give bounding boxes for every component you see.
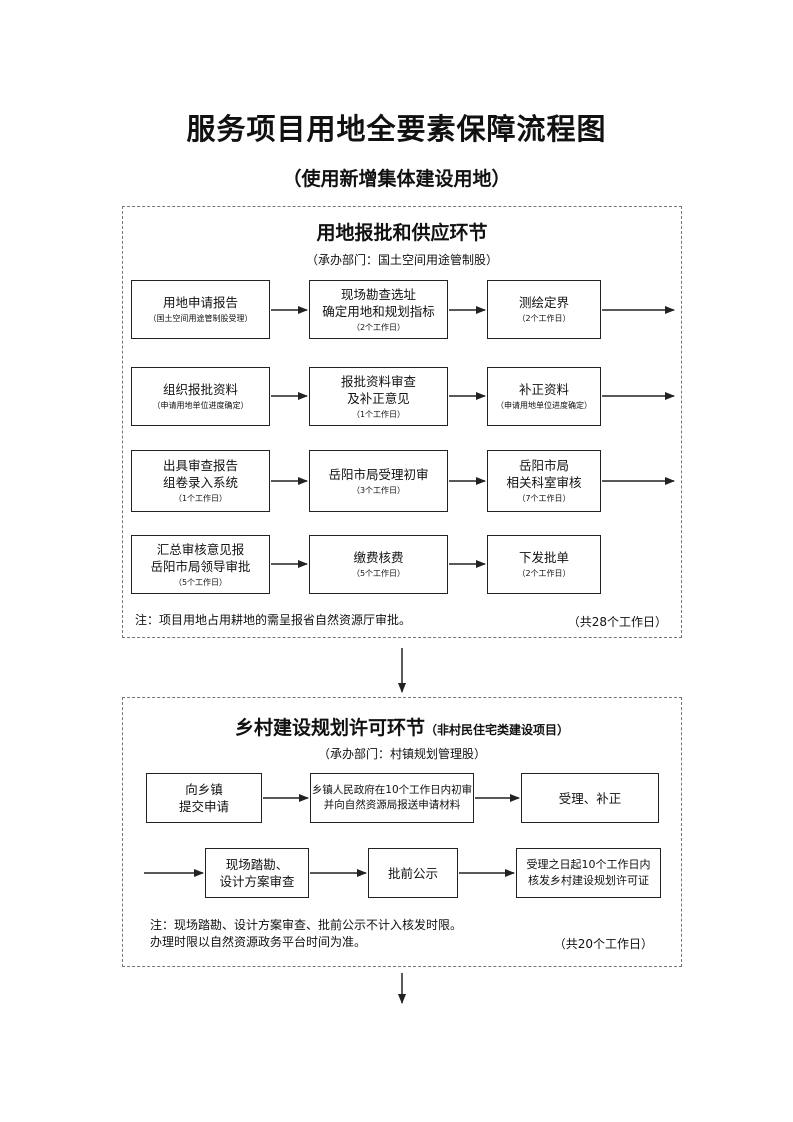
section-title: 用地报批和供应环节 [316, 222, 488, 244]
section-department: （承办部门：国土空间用途管制股） [305, 253, 498, 267]
land-approval-section: 用地报批和供应环节 （承办部门：国土空间用途管制股） 注：项目用地占用耕地的需呈… [122, 206, 682, 638]
step-duration: （申请用地单位进度确定） [496, 401, 592, 410]
step-duration: （3个工作日） [351, 485, 406, 495]
step-duration: （国土空间用途管制股受理） [148, 314, 253, 323]
flow-step-land-application: 用地申请报告 （国土空间用途管制股受理） [131, 280, 270, 339]
flow-step-supplement-materials: 补正资料 （申请用地单位进度确定） [487, 367, 601, 426]
flow-step-township-initial-review: 乡镇人民政府在10个工作日内初审 并向自然资源局报送申请材料 [310, 773, 474, 823]
section-note: 注：项目用地占用耕地的需呈报省自然资源厅审批。 [135, 613, 412, 627]
step-label: 补正资料 [518, 382, 569, 397]
flow-step-pre-approval-publicity: 批前公示 [368, 848, 458, 898]
step-duration: （7个工作日） [517, 494, 571, 503]
step-label: 受理之日起10个工作日内 核发乡村建设规划许可证 [526, 858, 651, 887]
step-duration: （1个工作日） [173, 494, 228, 503]
section-title-text: 乡村建设规划许可环节 [234, 717, 425, 739]
flow-step-site-survey: 现场勘查选址 确定用地和规划指标 （2个工作日） [309, 280, 448, 339]
section-total-days: （共28个工作日） [567, 615, 667, 629]
flow-step-site-inspection-design-review: 现场踏勘、 设计方案审查 [205, 848, 309, 898]
section-total-days: （共20个工作日） [553, 937, 653, 951]
flow-step-city-department-review: 岳阳市局 相关科室审核 （7个工作日） [487, 450, 601, 512]
step-label: 现场勘查选址 确定用地和规划指标 [322, 286, 435, 319]
step-label: 向乡镇 提交申请 [178, 782, 229, 814]
section-title-tag: （非村民住宅类建设项目） [425, 723, 570, 737]
section-note: 注：现场踏勘、设计方案审查、批前公示不计入核发时限。 办理时限以自然资源政务平台… [150, 918, 463, 949]
step-label: 批前公示 [387, 865, 438, 881]
step-label: 乡镇人民政府在10个工作日内初审 并向自然资源局报送申请材料 [311, 784, 473, 811]
step-duration: （2个工作日） [517, 314, 571, 323]
page-subtitle: （使用新增集体建设用地） [282, 168, 511, 190]
rural-planning-permit-section: 乡村建设规划许可环节（非村民住宅类建设项目） （承办部门：村镇规划管理股） 注：… [122, 697, 682, 967]
step-duration: （2个工作日） [351, 322, 406, 332]
flow-step-fee-payment: 缴费核费 （5个工作日） [309, 535, 448, 594]
step-label: 组织报批资料 [162, 382, 238, 397]
flow-step-leadership-approval: 汇总审核意见报 岳阳市局领导审批 （5个工作日） [131, 535, 270, 594]
flow-step-city-initial-review: 岳阳市局受理初审 （3个工作日） [309, 450, 448, 512]
section-department: （承办部门：村镇规划管理股） [317, 747, 486, 761]
step-label: 受理、补正 [558, 790, 622, 806]
flow-step-submit-to-township: 向乡镇 提交申请 [146, 773, 262, 823]
step-label: 报批资料审查 及补正意见 [340, 373, 416, 406]
flow-step-review-report: 出具审查报告 组卷录入系统 （1个工作日） [131, 450, 270, 512]
step-label: 岳阳市局 相关科室审核 [506, 458, 582, 490]
flow-step-issue-permit: 受理之日起10个工作日内 核发乡村建设规划许可证 [516, 848, 661, 898]
step-duration: （申请用地单位进度确定） [152, 401, 249, 410]
step-label: 用地申请报告 [162, 295, 238, 310]
page-title: 服务项目用地全要素保障流程图 [186, 112, 607, 146]
flow-step-issue-approval: 下发批单 （2个工作日） [487, 535, 601, 594]
step-label: 汇总审核意见报 岳阳市局领导审批 [150, 541, 251, 574]
section-title: 乡村建设规划许可环节（非村民住宅类建设项目） [123, 713, 681, 740]
step-duration: （1个工作日） [351, 409, 406, 419]
flow-step-accept-supplement: 受理、补正 [521, 773, 659, 823]
step-label: 测绘定界 [518, 295, 569, 310]
step-duration: （5个工作日） [173, 577, 228, 587]
flow-step-surveying: 测绘定界 （2个工作日） [487, 280, 601, 339]
flow-step-materials-review: 报批资料审查 及补正意见 （1个工作日） [309, 367, 448, 426]
step-label: 下发批单 [518, 550, 569, 565]
step-label: 现场踏勘、 设计方案审查 [219, 857, 295, 889]
flow-step-organize-materials: 组织报批资料 （申请用地单位进度确定） [131, 367, 270, 426]
step-label: 出具审查报告 组卷录入系统 [162, 458, 238, 490]
step-label: 缴费核费 [353, 550, 404, 565]
step-duration: （5个工作日） [351, 569, 406, 578]
step-duration: （2个工作日） [517, 569, 571, 578]
step-label: 岳阳市局受理初审 [328, 466, 429, 482]
